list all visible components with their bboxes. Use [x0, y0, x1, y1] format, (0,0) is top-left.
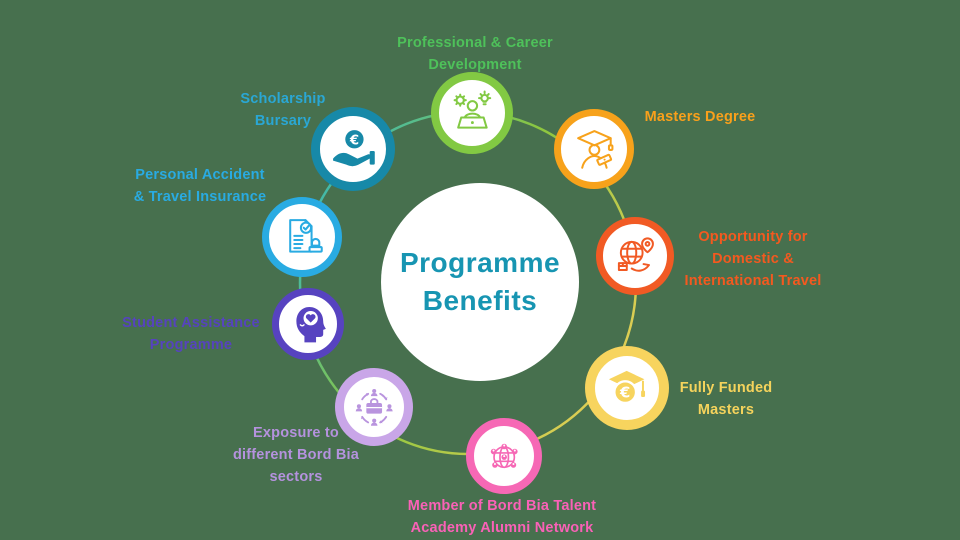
- title-line: Programme: [399, 247, 561, 278]
- label-travel-opportunity: Opportunity for Domestic & International…: [684, 229, 822, 289]
- svg-text:€: €: [619, 385, 630, 402]
- graduation-cap-euro-icon: €: [609, 371, 646, 405]
- label-fully-funded-masters: Fully Funded Masters: [679, 380, 773, 418]
- graduate-diploma-icon: [576, 129, 614, 169]
- node-student-assistance: [272, 288, 344, 360]
- center-circle: Programme Benefits: [381, 183, 579, 381]
- document-stamp-icon: [288, 218, 323, 253]
- node-travel-opportunity: [596, 217, 674, 295]
- title-line: Benefits: [422, 285, 538, 316]
- node-masters-degree: [554, 109, 634, 189]
- diagram-title: Programme Benefits: [400, 244, 560, 320]
- head-heart-icon: [295, 306, 326, 342]
- globe-location-pin-icon: [618, 237, 655, 273]
- label-masters-degree: Masters Degree: [644, 109, 756, 125]
- svg-text:€: €: [348, 133, 358, 148]
- hand-euro-coin-icon: €: [332, 129, 375, 166]
- node-fully-funded-masters: €: [585, 346, 669, 430]
- person-laptop-gear-icon: [453, 90, 491, 129]
- briefcase-cycle-icon: [355, 388, 393, 426]
- label-scholarship-bursary: Scholarship Bursary: [240, 91, 326, 129]
- node-alumni-network: [466, 418, 542, 494]
- node-scholarship-bursary: €: [311, 107, 395, 191]
- label-alumni-network: Member of Bord Bia Talent Academy Alumni…: [407, 498, 597, 536]
- label-student-assistance: Student Assistance Programme: [122, 315, 260, 353]
- label-sector-exposure: Exposure to different Bord Bia sectors: [232, 425, 360, 485]
- label-professional-career-development: Professional & Career Development: [397, 35, 553, 73]
- label-accident-travel-insurance: Personal Accident & Travel Insurance: [133, 167, 267, 205]
- node-accident-travel-insurance: [262, 197, 342, 277]
- network-globe-people-icon: [490, 443, 518, 468]
- node-sector-exposure: [335, 368, 413, 446]
- node-professional-career-development: [431, 72, 513, 154]
